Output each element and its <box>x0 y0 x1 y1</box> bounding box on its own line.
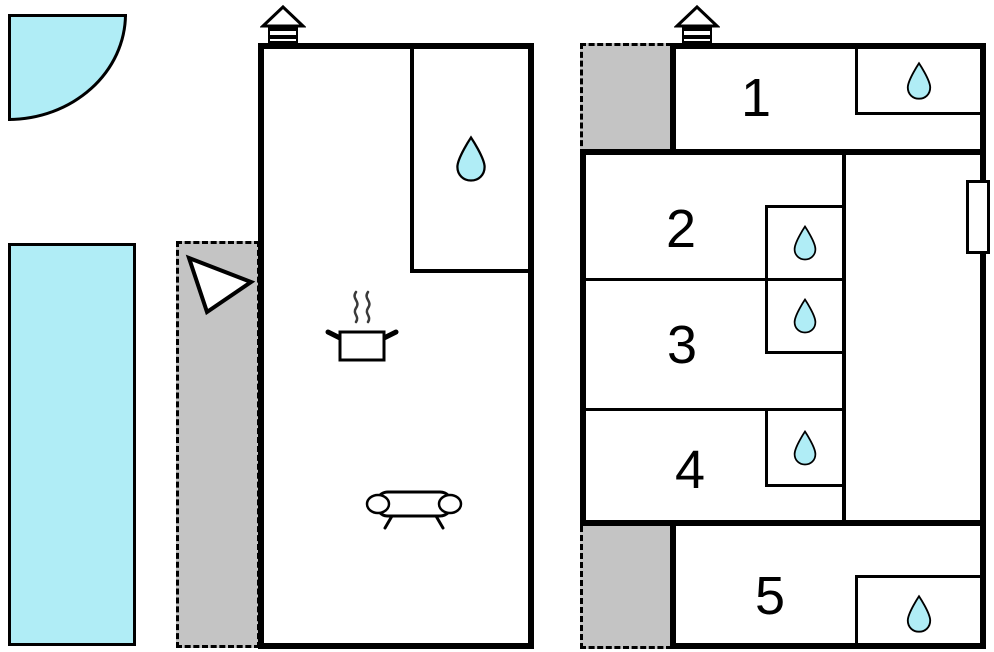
sofa-icon <box>365 490 463 530</box>
wall <box>580 408 845 411</box>
wall <box>670 43 676 155</box>
window-symbol <box>966 180 990 254</box>
water-drop-icon <box>906 61 932 100</box>
room-5-label: 5 <box>754 566 786 626</box>
bedroom-building: 1 2 3 4 5 <box>580 43 990 649</box>
water-drop-icon <box>793 429 817 465</box>
wall <box>580 520 986 526</box>
ensuite-room-4 <box>765 411 842 487</box>
main-building <box>258 43 534 649</box>
water-drop-icon <box>456 135 486 182</box>
wall <box>842 149 846 526</box>
pool <box>8 243 136 646</box>
chimney-icon <box>674 4 720 43</box>
covered-terrace-bottom <box>580 526 672 649</box>
wall <box>580 278 845 281</box>
ensuite-room-2 <box>765 205 842 278</box>
covered-terrace-top <box>580 43 672 155</box>
room-4-label: 4 <box>674 440 706 500</box>
room-1-label: 1 <box>740 68 772 128</box>
wall <box>580 149 986 155</box>
bathroom <box>410 49 528 273</box>
ensuite-room-1 <box>855 49 980 115</box>
water-drop-icon <box>793 224 817 261</box>
wall <box>670 526 676 649</box>
chimney-icon <box>260 4 306 43</box>
entrance-arrow-icon <box>185 254 256 316</box>
terrace <box>176 241 260 648</box>
ensuite-room-3 <box>765 281 842 354</box>
room-3-label: 3 <box>666 315 698 375</box>
stove-pot-icon <box>325 290 399 362</box>
water-drop-icon <box>793 297 817 334</box>
room-2-label: 2 <box>665 199 697 259</box>
ensuite-room-5 <box>855 575 980 649</box>
water-drop-icon <box>906 594 932 633</box>
door-swing-icon <box>8 14 127 121</box>
